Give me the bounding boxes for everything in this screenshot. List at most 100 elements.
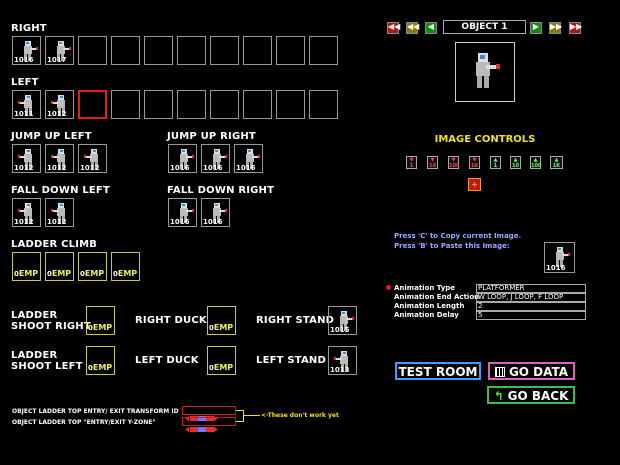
frame-slot-jump-left-1[interactable]: 1012 <box>45 144 74 173</box>
section-label-fall-down-right: FALL DOWN RIGHT <box>167 185 275 196</box>
frame-slot-left-stand[interactable]: 1013 <box>328 346 357 375</box>
player-sprite-icon <box>51 95 65 115</box>
image-minus-1-button[interactable]: ▼1 <box>406 156 417 169</box>
image-plus-10-button[interactable]: ▲10 <box>510 156 521 169</box>
frame-slot-ladder-climb-1[interactable]: 0EMP <box>45 252 74 281</box>
frame-number: 1012 <box>80 164 100 172</box>
frame-slot-jump-left-2[interactable]: 1012 <box>78 144 107 173</box>
section-label-left: LEFT <box>11 77 39 88</box>
empty-frame-slot[interactable] <box>111 36 140 65</box>
frame-slot-ladder-climb-0[interactable]: 0EMP <box>12 252 41 281</box>
player-sprite-icon <box>18 203 32 223</box>
frame-slot-ladder-shoot-left[interactable]: 0EMP <box>86 346 115 375</box>
empty-frame-slot[interactable] <box>111 90 140 119</box>
image-plus-100-button[interactable]: ▲100 <box>530 156 542 169</box>
empty-frame-label: 0EMP <box>47 269 72 278</box>
empty-frame-label: 0EMP <box>209 363 234 372</box>
image-minus-100-button[interactable]: ▼100 <box>448 156 460 169</box>
empty-frame-slot[interactable] <box>309 90 338 119</box>
animation-type-field[interactable]: PLATFORMER <box>476 284 586 293</box>
player-sprite-icon <box>213 203 227 223</box>
last-object-button[interactable]: ▶▶ <box>569 22 582 34</box>
first-object-button[interactable]: ◀◀ <box>387 22 400 34</box>
prev-object-button[interactable]: ◀ <box>425 22 437 34</box>
animation-length-field[interactable]: 2 <box>476 302 586 311</box>
go-data-button[interactable]: GO DATA <box>488 362 575 380</box>
animation-delay-field[interactable]: 5 <box>476 311 586 320</box>
frame-slot-right-1[interactable]: 1017 <box>45 36 74 65</box>
frame-slot-left-0[interactable]: 1011 <box>12 90 41 119</box>
frame-slot-ladder-shoot-right[interactable]: 0EMP <box>86 306 115 335</box>
frame-slot-ladder-climb-2[interactable]: 0EMP <box>78 252 107 281</box>
empty-frame-slot[interactable] <box>210 90 239 119</box>
transform-id-label: OBJECT LADDER TOP ENTRY/ EXIT TRANSFORM … <box>12 408 179 415</box>
transform-id-field[interactable] <box>182 406 236 421</box>
empty-frame-slot[interactable] <box>144 90 173 119</box>
frame-number: 1016 <box>203 164 223 172</box>
frame-slot-fall-left-1[interactable]: 1012 <box>45 198 74 227</box>
image-plus-1k-button[interactable]: ▲1K <box>550 156 563 169</box>
frame-slot-jump-right-2[interactable]: 1016 <box>234 144 263 173</box>
y-zone-field[interactable] <box>182 417 236 432</box>
next-object-button[interactable]: ▶ <box>530 22 542 34</box>
player-sprite-icon <box>24 41 38 61</box>
section-label-right-duck: RIGHT DUCK <box>135 315 207 326</box>
animation-end-label: Animation End Action <box>394 293 480 301</box>
empty-frame-slot[interactable] <box>243 36 272 65</box>
animation-delay-label: Animation Delay <box>394 311 459 319</box>
player-sprite-icon <box>246 149 260 169</box>
empty-frame-slot[interactable] <box>276 90 305 119</box>
bracket-connector-line <box>244 415 260 416</box>
frame-slot-right-stand[interactable]: 1015 <box>328 306 357 335</box>
frame-slot-jump-right-0[interactable]: 1016 <box>168 144 197 173</box>
empty-frame-slot[interactable] <box>210 36 239 65</box>
image-minus-10-button[interactable]: ▼10 <box>427 156 438 169</box>
empty-frame-slot[interactable] <box>78 36 107 65</box>
frame-number: 1016 <box>236 164 256 172</box>
frame-slot-right-duck[interactable]: 0EMP <box>207 306 236 335</box>
y-zone-label: OBJECT LADDER TOP "ENTRY/EXIT Y-ZONE" <box>12 419 156 426</box>
frame-number: 1012 <box>47 110 67 118</box>
frame-number: 1016 <box>14 56 34 64</box>
section-label-fall-down-left: FALL DOWN LEFT <box>11 185 110 196</box>
empty-frame-slot[interactable] <box>243 90 272 119</box>
empty-frame-label: 0EMP <box>88 323 113 332</box>
selected-frame-slot[interactable] <box>78 90 107 119</box>
frame-slot-fall-right-0[interactable]: 1016 <box>168 198 197 227</box>
clipboard-frame[interactable]: 1016 <box>544 242 575 273</box>
test-room-button[interactable]: TEST ROOM <box>395 362 481 380</box>
frame-slot-left-1[interactable]: 1012 <box>45 90 74 119</box>
frame-slot-jump-right-1[interactable]: 1016 <box>201 144 230 173</box>
prev-fast-button[interactable]: ◀◀ <box>406 22 419 34</box>
player-sprite-icon <box>18 95 32 115</box>
frame-slot-right-0[interactable]: 1016 <box>12 36 41 65</box>
frame-slot-jump-left-0[interactable]: 1012 <box>12 144 41 173</box>
image-reset-button[interactable]: + <box>468 178 481 191</box>
frame-slot-fall-right-1[interactable]: 1016 <box>201 198 230 227</box>
not-working-note: <-These don't work yet <box>261 412 339 419</box>
section-label-left-stand: LEFT STAND <box>256 355 326 366</box>
frame-slot-ladder-climb-3[interactable]: 0EMP <box>111 252 140 281</box>
frame-slot-fall-left-0[interactable]: 1012 <box>12 198 41 227</box>
empty-frame-slot[interactable] <box>309 36 338 65</box>
player-sprite-icon <box>84 149 98 169</box>
image-plus-1-button[interactable]: ▲1 <box>490 156 501 169</box>
empty-frame-slot[interactable] <box>144 36 173 65</box>
player-sprite-icon <box>334 351 348 371</box>
empty-frame-slot[interactable] <box>177 36 206 65</box>
frame-number: 1012 <box>14 164 34 172</box>
frame-slot-left-duck[interactable]: 0EMP <box>207 346 236 375</box>
chevron-left-icon: ◀ <box>427 22 435 31</box>
player-sprite-icon <box>180 149 194 169</box>
bracket-connector <box>236 410 244 422</box>
paste-hint: Press 'B' to Paste this Image: <box>394 242 510 250</box>
next-fast-button[interactable]: ▶▶ <box>549 22 562 34</box>
empty-frame-slot[interactable] <box>177 90 206 119</box>
section-label-ladder-shoot-left: LADDER SHOOT LEFT <box>11 350 83 372</box>
frame-number: 1016 <box>203 218 223 226</box>
empty-frame-slot[interactable] <box>276 36 305 65</box>
go-back-button[interactable]: ↰GO BACK <box>487 386 575 404</box>
section-label-right-stand: RIGHT STAND <box>256 315 335 326</box>
image-minus-1k-button[interactable]: ▼1K <box>469 156 480 169</box>
animation-end-field[interactable]: W LOOP, J LOOP, F LOOP <box>476 293 586 302</box>
